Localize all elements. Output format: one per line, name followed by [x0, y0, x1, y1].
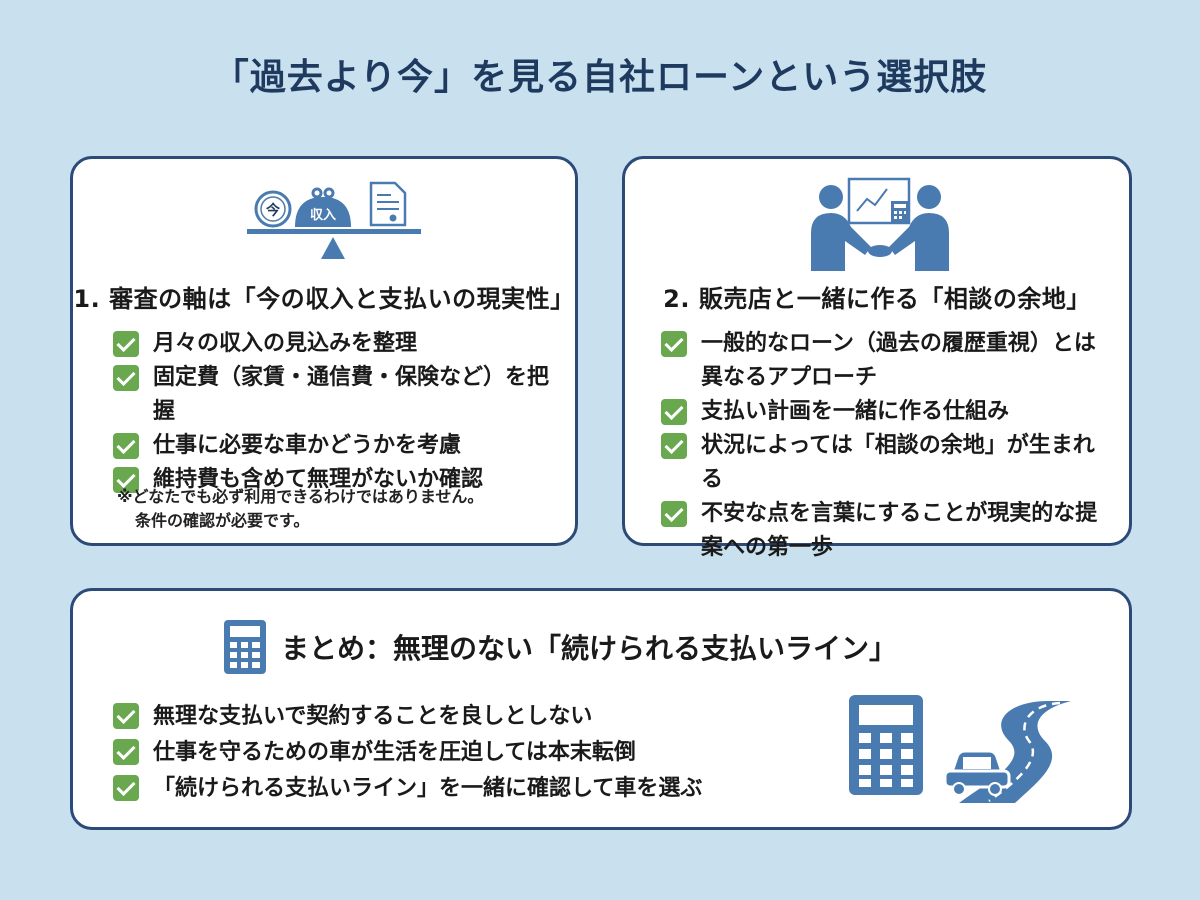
calculator-car-road-illustration — [849, 695, 1071, 803]
summary-title: まとめ：無理のない「続けられる支払いライン」 — [281, 632, 898, 665]
list-item: 一般的なローン（過去の履歴重視）とは異なるアプローチ — [661, 327, 1111, 395]
purse-icon: 収入 — [295, 187, 351, 227]
check-icon — [113, 703, 139, 729]
list-item: 固定費（家賃・通信費・保険など）を把握 — [113, 361, 563, 429]
clock-icon: 今 — [254, 190, 292, 228]
list-item: 不安な点を言葉にすることが現実的な提案への第一歩 — [661, 497, 1111, 565]
check-icon — [113, 433, 139, 459]
disclaimer-note: ※どなたでも必ず利用できるわけではありません。 条件の確認が必要です。 — [117, 487, 484, 530]
svg-text:収入: 収入 — [310, 208, 336, 223]
card-consultation: 2. 販売店と一緒に作る「相談の余地」 一般的なローン（過去の履歴重視）とは異な… — [622, 156, 1132, 560]
list-item: 月々の収入の見込みを整理 — [113, 327, 563, 361]
card1-checklist: 月々の収入の見込みを整理 固定費（家賃・通信費・保険など）を把握 仕事に必要な車… — [113, 327, 563, 497]
check-icon — [661, 399, 687, 425]
card-review-axis: 今 収入 1. 審査の軸は「今の収入と支払いの現実性」 月々の収入の見込みを整理… — [70, 156, 578, 546]
road-icon — [959, 701, 1071, 803]
list-item: 無理な支払いで契約することを良しとしない — [113, 699, 813, 735]
card2-title: 2. 販売店と一緒に作る「相談の余地」 — [663, 285, 1091, 313]
card3-checklist: 無理な支払いで契約することを良しとしない 仕事を守るための車が生活を圧迫しては本… — [113, 699, 813, 807]
check-icon — [661, 433, 687, 459]
car-icon — [943, 749, 1011, 796]
svg-text:今: 今 — [265, 202, 280, 219]
whiteboard-icon — [847, 177, 911, 225]
check-icon — [113, 739, 139, 765]
summary-heading: まとめ：無理のない「続けられる支払いライン」 — [223, 617, 897, 677]
check-icon — [661, 501, 687, 527]
card2-checklist: 一般的なローン（過去の履歴重視）とは異なるアプローチ 支払い計画を一緒に作る仕組… — [661, 327, 1111, 565]
main-title: 「過去より今」を見る自社ローンという選択肢 — [212, 57, 988, 98]
list-item: 維持費も含めて無理がないか確認 — [113, 463, 563, 497]
document-icon — [369, 181, 407, 227]
card1-title: 1. 審査の軸は「今の収入と支払いの現実性」 — [73, 285, 575, 313]
card-summary: まとめ：無理のない「続けられる支払いライン」 無理な支払いで契約することを良しと… — [70, 588, 1132, 830]
list-item: 支払い計画を一緒に作る仕組み — [661, 395, 1111, 429]
check-icon — [113, 775, 139, 801]
check-icon — [113, 331, 139, 357]
check-icon — [661, 331, 687, 357]
list-item: 「続けられる支払いライン」を一緒に確認して車を選ぶ — [113, 771, 813, 807]
check-icon — [113, 365, 139, 391]
scale-icon: 今 収入 — [247, 181, 421, 259]
handshake-icon — [811, 177, 949, 271]
list-item: 仕事に必要な車かどうかを考慮 — [113, 429, 563, 463]
calculator-icon — [849, 695, 923, 795]
check-icon — [113, 467, 139, 493]
list-item: 状況によっては「相談の余地」が生まれる — [661, 429, 1111, 497]
calculator-icon — [224, 620, 266, 674]
list-item: 仕事を守るための車が生活を圧迫しては本末転倒 — [113, 735, 813, 771]
